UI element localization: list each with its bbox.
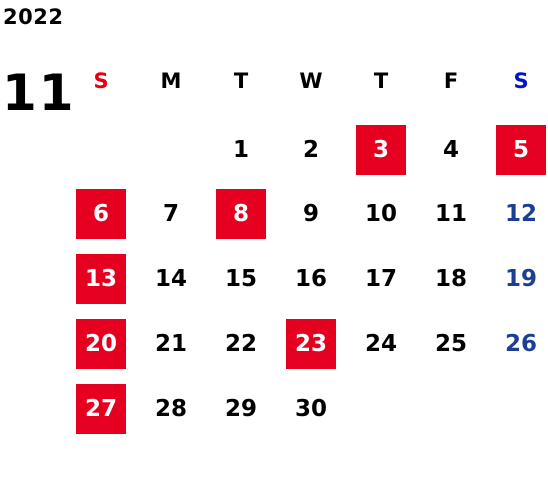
empty-day-cell	[136, 125, 206, 175]
day-cell: 9	[276, 189, 346, 239]
day-cell: 24	[346, 319, 416, 369]
day-cell: 21	[136, 319, 206, 369]
weekday-header-saturday: S	[513, 69, 529, 93]
week-row: 20 21 22 23 24 25 26	[66, 319, 548, 369]
day-cell: 17	[346, 254, 416, 304]
weekday-header-monday: M	[160, 69, 182, 93]
holiday-day-cell: 3	[346, 125, 416, 175]
weekday-header-thursday: T	[373, 69, 389, 93]
day-number: 18	[434, 266, 467, 292]
day-number: 20	[76, 319, 126, 369]
weekday-header-sunday: S	[93, 69, 109, 93]
day-number: 13	[76, 254, 126, 304]
day-cell: 4	[416, 125, 486, 175]
day-number: 4	[442, 137, 459, 163]
holiday-day-cell: 20	[66, 319, 136, 369]
holiday-day-cell: 23	[276, 319, 346, 369]
weekday-header-tuesday: T	[233, 69, 249, 93]
holiday-day-cell: 5	[486, 125, 548, 175]
day-number: 2	[302, 137, 319, 163]
day-cell: 26	[486, 319, 548, 369]
day-number: 3	[356, 125, 406, 175]
day-number: 24	[364, 331, 397, 357]
day-cell: 18	[416, 254, 486, 304]
holiday-day-cell: 8	[206, 189, 276, 239]
day-cell: 7	[136, 189, 206, 239]
day-number: 11	[434, 201, 467, 227]
empty-day-cell	[346, 384, 416, 434]
day-number: 15	[224, 266, 257, 292]
day-number: 1	[232, 137, 249, 163]
week-row: 6 7 8 9 10 11 12	[66, 189, 548, 239]
day-number: 23	[286, 319, 336, 369]
day-cell: 14	[136, 254, 206, 304]
day-number: 12	[504, 201, 537, 227]
day-cell: 28	[136, 384, 206, 434]
year-label: 2022	[3, 5, 64, 29]
day-cell: 1	[206, 125, 276, 175]
day-number: 19	[504, 266, 537, 292]
day-number: 28	[154, 396, 187, 422]
day-number: 7	[162, 201, 179, 227]
day-cell: 15	[206, 254, 276, 304]
day-cell: 16	[276, 254, 346, 304]
day-cell: 11	[416, 189, 486, 239]
empty-day-cell	[486, 384, 548, 434]
day-cell: 29	[206, 384, 276, 434]
day-cell: 12	[486, 189, 548, 239]
day-cell: 22	[206, 319, 276, 369]
day-number: 6	[76, 189, 126, 239]
day-cell: 2	[276, 125, 346, 175]
week-row: 27 28 29 30	[66, 384, 548, 434]
day-number: 27	[76, 384, 126, 434]
day-number: 5	[496, 125, 546, 175]
day-cell: 19	[486, 254, 548, 304]
day-number: 16	[294, 266, 327, 292]
holiday-day-cell: 27	[66, 384, 136, 434]
week-row: 1 2 3 4 5	[66, 125, 548, 175]
weekday-header-friday: F	[443, 69, 459, 93]
day-number: 22	[224, 331, 257, 357]
day-number: 25	[434, 331, 467, 357]
day-number: 26	[504, 331, 537, 357]
day-number: 14	[154, 266, 187, 292]
holiday-day-cell: 13	[66, 254, 136, 304]
day-cell: 25	[416, 319, 486, 369]
day-number: 17	[364, 266, 397, 292]
week-row: 13 14 15 16 17 18 19	[66, 254, 548, 304]
month-number: 11	[2, 64, 76, 122]
day-cell: 10	[346, 189, 416, 239]
day-number: 10	[364, 201, 397, 227]
empty-day-cell	[416, 384, 486, 434]
day-number: 30	[294, 396, 327, 422]
day-number: 29	[224, 396, 257, 422]
day-number: 21	[154, 331, 187, 357]
day-number: 9	[302, 201, 319, 227]
day-number: 8	[216, 189, 266, 239]
empty-day-cell	[66, 125, 136, 175]
day-cell: 30	[276, 384, 346, 434]
holiday-day-cell: 6	[66, 189, 136, 239]
weekday-header-wednesday: W	[299, 69, 323, 93]
